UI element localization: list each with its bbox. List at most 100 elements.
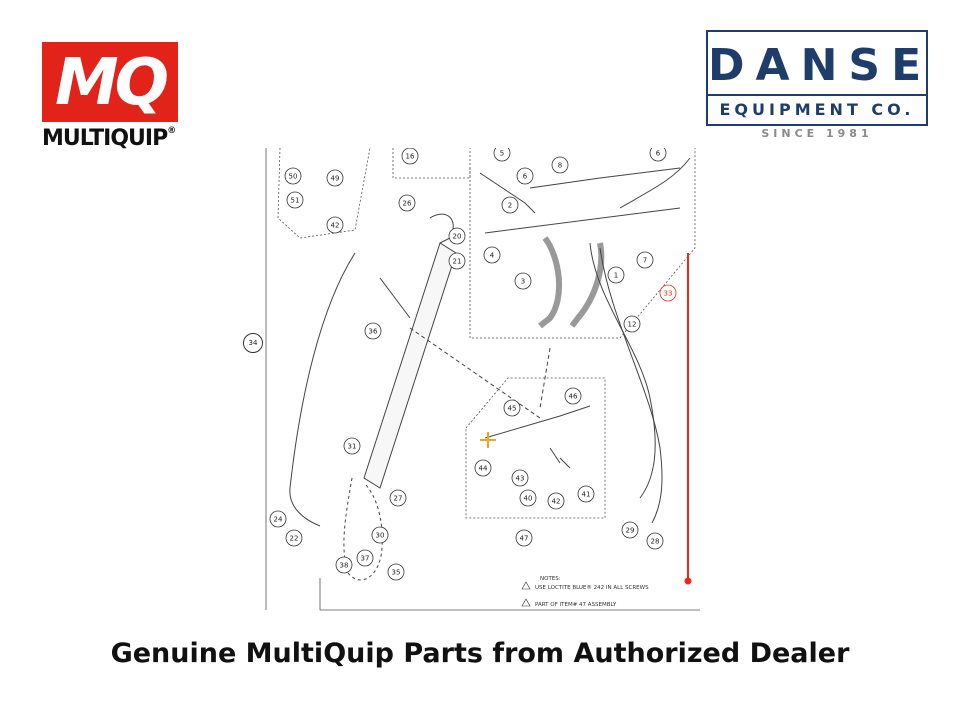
part-bubble-42a: [326, 216, 344, 234]
part-label: 12: [628, 321, 637, 329]
orange-cross-marker: [480, 432, 496, 448]
part-bubble-37: [356, 549, 374, 567]
parts-diagram: 16 5 8 6 50 49 51 42 6 2 26 20 21 4 3 1 …: [260, 148, 715, 614]
part-label: 49: [331, 175, 340, 183]
notes-title: NOTES:: [540, 576, 561, 582]
cable-28: [599, 247, 663, 524]
part-label: 22: [290, 535, 299, 543]
part-bubble-5: [493, 148, 511, 162]
part-label: 16: [406, 153, 415, 161]
part-label: 47: [520, 535, 529, 543]
part-bubble-27: [389, 489, 407, 507]
cable-12: [589, 242, 656, 499]
part-bubble-51: [286, 191, 304, 209]
part-bubble-8: [551, 156, 569, 174]
part-label: 21: [453, 258, 462, 266]
part-label: 44: [479, 465, 488, 473]
part-label: 50: [289, 173, 298, 181]
handle-grip-left: [538, 236, 563, 329]
part-bubble-21: [448, 252, 466, 270]
notes-block: NOTES: USE LOCTITE BLUE® 242 IN ALL SCRE…: [521, 576, 649, 608]
multiquip-logo-mark: MQ: [42, 42, 178, 122]
multiquip-wordmark: MULTIQUIP®: [42, 126, 176, 151]
note-2-triangle-icon: [521, 598, 531, 607]
note-1-triangle-icon: [521, 581, 531, 590]
part-bubble-50: [284, 167, 302, 185]
rod-8: [529, 167, 681, 189]
registered-mark: ®: [167, 126, 176, 136]
part-number-labels: 16 5 8 6 50 49 51 42 6 2 26 20 21 4 3 1 …: [274, 150, 673, 577]
part-bubble-6a: [649, 148, 667, 162]
part-label: 8: [558, 162, 562, 170]
part-label: 42: [552, 498, 561, 506]
part-bubble-7: [636, 251, 654, 269]
part-bubble-30: [371, 526, 389, 544]
part-label: 42: [331, 222, 340, 230]
part-bubble-44: [474, 459, 492, 477]
pole-bottom-detail: [343, 477, 383, 581]
handle-bar: [484, 207, 681, 234]
parts-diagram-svg: 16 5 8 6 50 49 51 42 6 2 26 20 21 4 3 1 …: [265, 148, 700, 611]
part-label: 26: [403, 200, 412, 208]
part-bubble-40: [519, 489, 537, 507]
part-label: 1: [614, 272, 618, 280]
danse-equipment-logo: DANSE EQUIPMENT CO.: [706, 30, 928, 126]
part-label: 45: [508, 405, 517, 413]
throttle-bolts: [549, 447, 571, 469]
lever-5: [479, 172, 536, 214]
part-label: 33: [664, 290, 673, 298]
leader-dashed-2: [409, 327, 541, 419]
multiquip-logo-letters: MQ: [54, 46, 169, 120]
part-bubble-29: [621, 521, 639, 539]
part-bubble-43: [511, 469, 529, 487]
part-bubble-46: [564, 387, 582, 405]
part-label: 24: [274, 516, 283, 524]
part-label: 35: [392, 569, 401, 577]
part-label: 2: [508, 202, 512, 210]
part-bubble-49: [326, 169, 344, 187]
note-2: PART OF ITEM# 47 ASSEMBLY: [535, 602, 617, 608]
part-bubble-1: [607, 266, 625, 284]
part-bubble-3: [514, 272, 532, 290]
part-bubble-4: [483, 246, 501, 264]
main-pole-tube: [363, 242, 457, 489]
highlighted-cable-33: [684, 253, 692, 585]
part-label: 51: [291, 197, 300, 205]
part-bubble-28: [646, 532, 664, 550]
part-label: 6: [656, 150, 661, 158]
part-bubble-41: [577, 485, 595, 503]
part-bubble-26: [398, 194, 416, 212]
part-label: 3: [521, 278, 525, 286]
part-bubble-34: 34: [243, 333, 263, 353]
inset-box-throttle: [465, 377, 606, 519]
part-label: 43: [516, 475, 525, 483]
logo-divider: [708, 94, 926, 96]
rod-36: [379, 277, 411, 319]
multiquip-logo: MQ MULTIQUIP®: [42, 42, 182, 154]
handle-grip-right: [569, 242, 605, 328]
dealer-name: DANSE: [708, 40, 933, 91]
leader-dashed: [539, 347, 551, 409]
part-bubble-42b: [547, 492, 565, 510]
part-label: 7: [643, 257, 647, 265]
part-bubble-22: [285, 529, 303, 547]
multiquip-wordmark-text: MULTIQUIP: [42, 126, 168, 151]
part-label: 46: [569, 393, 578, 401]
part-label: 41: [582, 491, 591, 499]
note-1: USE LOCTITE BLUE® 242 IN ALL SCREWS: [535, 584, 649, 591]
part-bubble-16: [401, 148, 419, 165]
inset-box-handle: [469, 148, 696, 339]
part-bubbles: [269, 148, 677, 581]
throttle-rod: [484, 405, 591, 439]
part-label: 36: [369, 328, 378, 336]
part-label: 27: [394, 495, 403, 503]
part-label: 29: [626, 527, 635, 535]
frame-bottom: [319, 578, 700, 611]
dealer-subtitle: EQUIPMENT CO.: [719, 100, 915, 119]
part-label: 20: [453, 233, 462, 241]
dealer-since: SINCE 1981: [761, 127, 873, 140]
part-bubble-12: [623, 315, 641, 333]
part-bubble-31: [343, 437, 361, 455]
part-label: 30: [376, 532, 385, 540]
part-label: 40: [524, 495, 533, 503]
